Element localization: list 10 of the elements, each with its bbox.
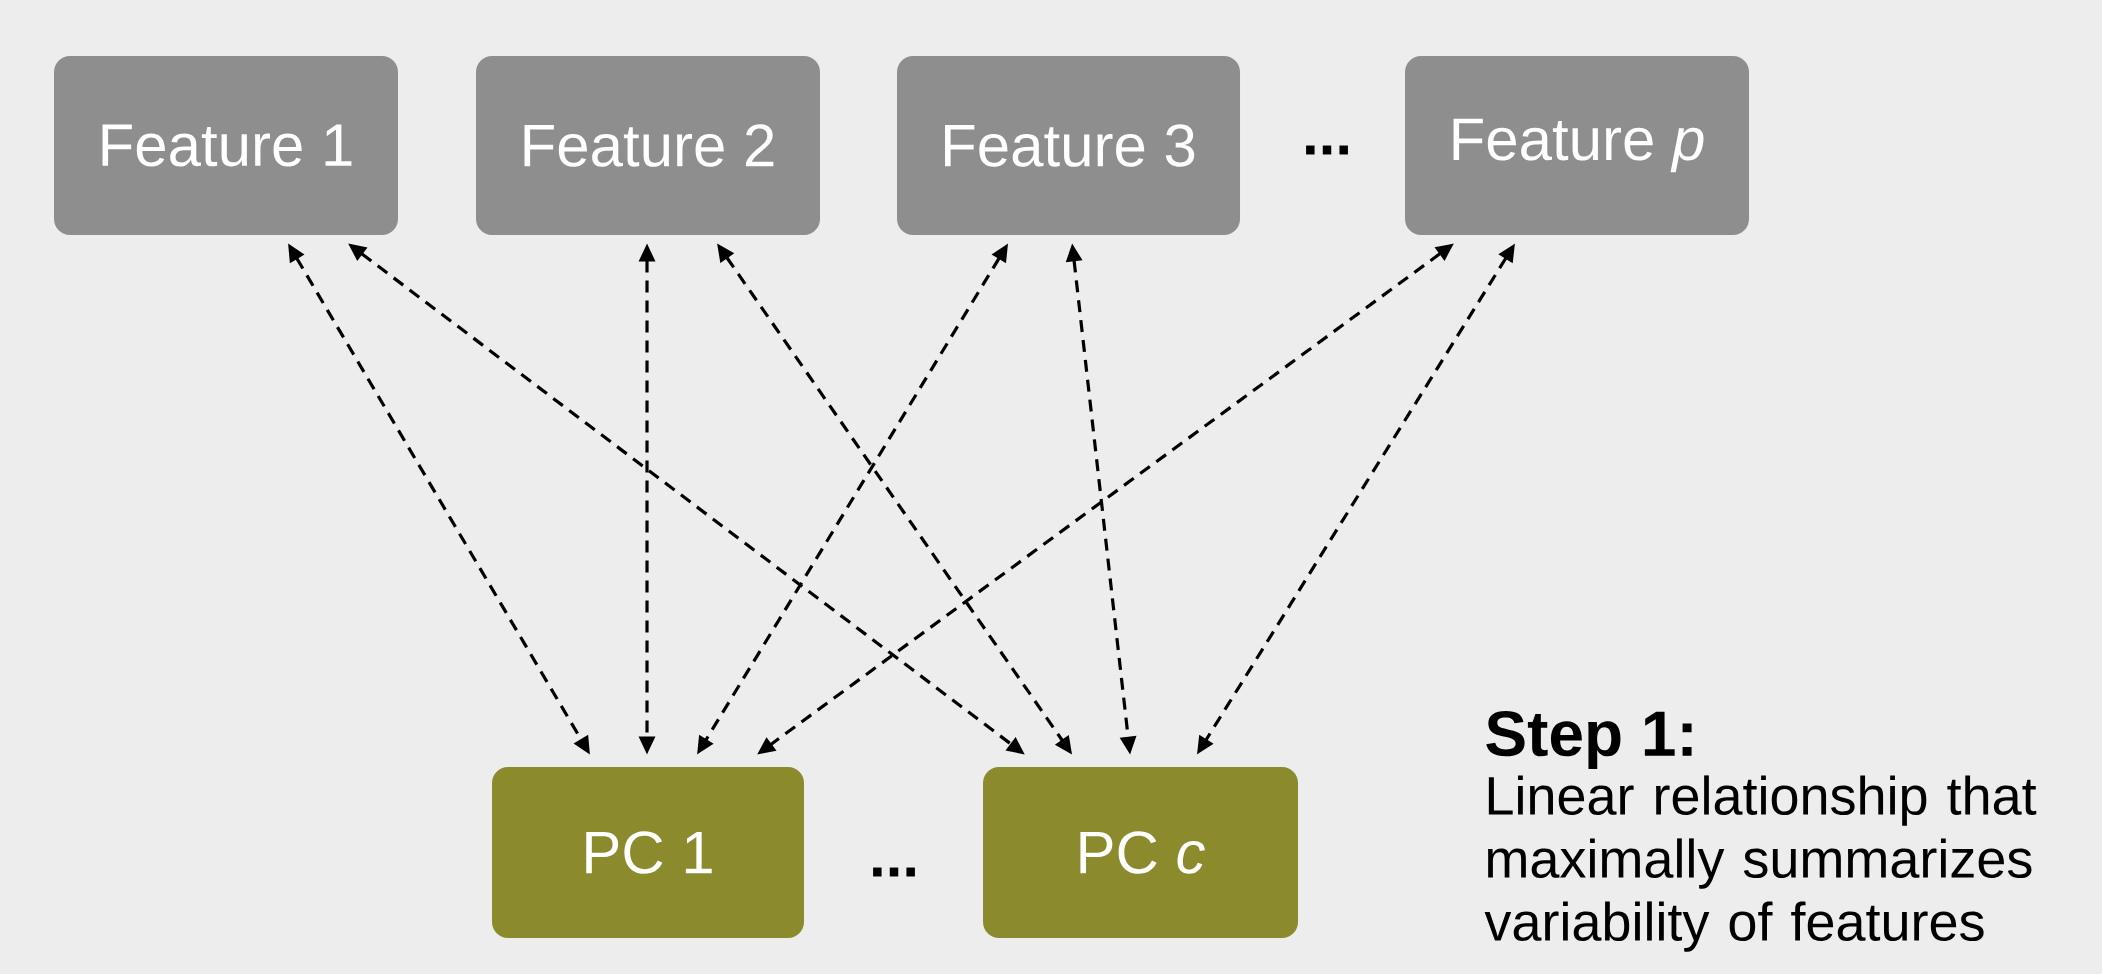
feature-box: Feature 1 [54, 56, 398, 235]
step-heading: Step 1: [1486, 711, 1692, 769]
component-box: PC 1 [492, 767, 804, 938]
ellipsis: ... [1306, 145, 1348, 155]
feature-box: Feature 3 [897, 56, 1240, 235]
feature-box: Feature 2 [476, 56, 820, 235]
component-box: PC c [983, 767, 1298, 938]
feature-box: Feature p [1405, 56, 1749, 235]
step-description: Linear relationship that maximally summarizes variability of features [1484, 775, 2037, 952]
ellipsis: ... [873, 867, 915, 877]
